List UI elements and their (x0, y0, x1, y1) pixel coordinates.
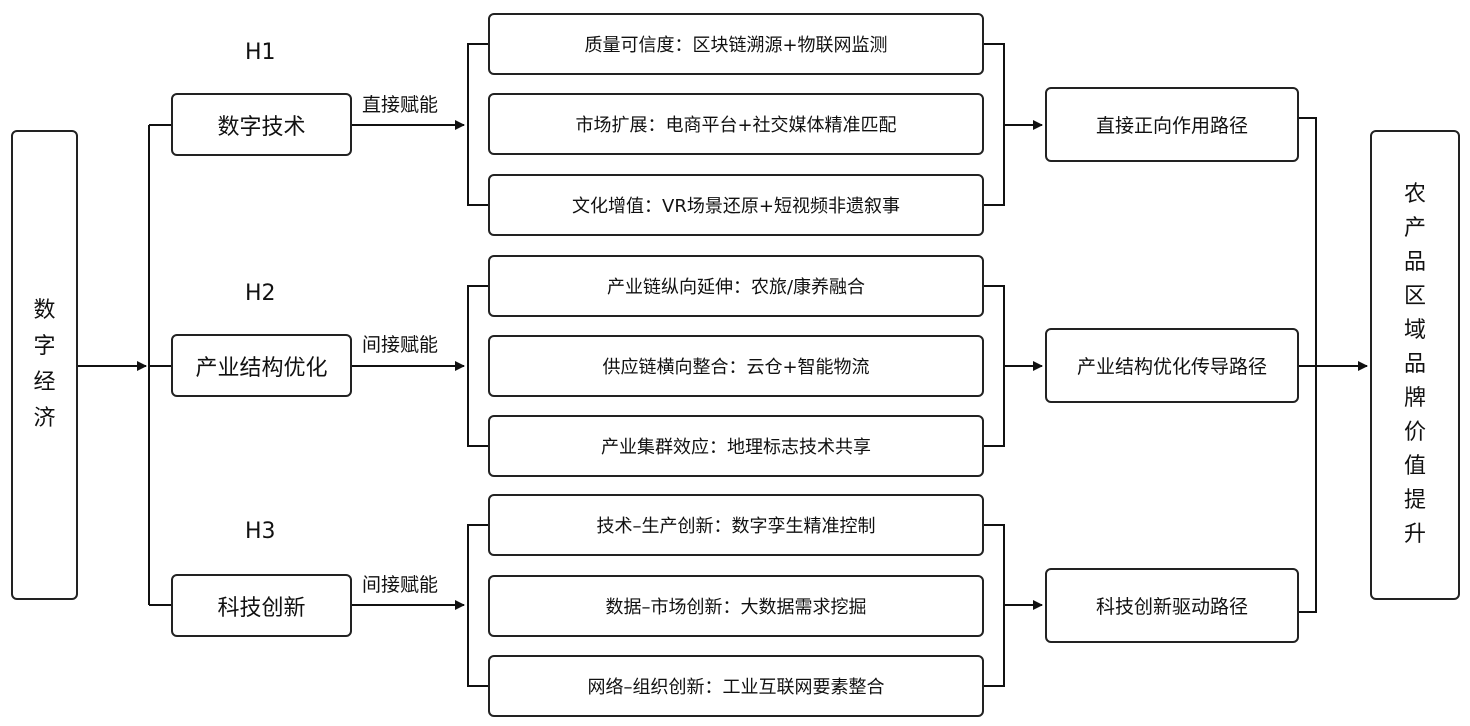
path-label: 产业结构优化传导路径 (1076, 356, 1267, 378)
hypothesis-h3: H3 (245, 519, 276, 544)
target-char: 域 (1403, 318, 1426, 343)
target-char: 区 (1403, 284, 1426, 309)
detail-text: 产业链纵向延伸：农旅/康养融合 (606, 277, 866, 298)
detail-box: 文化增值：VR场景还原+短视频非遗叙事 (488, 174, 984, 236)
detail-box: 产业集群效应：地理标志技术共享 (488, 415, 984, 477)
path-label: 直接正向作用路径 (1095, 115, 1248, 137)
mechanism-label: 科技创新 (217, 595, 306, 621)
source-char: 经 (33, 370, 56, 395)
mechanism-industrial-structure: 产业结构优化 (171, 334, 352, 397)
detail-box: 技术–生产创新：数字孪生精准控制 (488, 494, 984, 556)
detail-box: 网络–组织创新：工业互联网要素整合 (488, 655, 984, 717)
source-node-box: 数 字 经 济 (11, 130, 78, 600)
detail-text: 供应链横向整合：云仓+智能物流 (602, 357, 870, 378)
detail-box: 供应链横向整合：云仓+智能物流 (488, 335, 984, 397)
detail-text: 文化增值：VR场景还原+短视频非遗叙事 (572, 196, 900, 217)
source-char: 数 (33, 298, 56, 323)
target-char: 农 (1403, 182, 1426, 207)
target-char: 牌 (1403, 386, 1426, 411)
source-char: 济 (33, 406, 56, 431)
detail-text: 市场扩展：电商平台+社交媒体精准匹配 (575, 115, 897, 136)
detail-text: 数据–市场创新：大数据需求挖掘 (605, 597, 867, 618)
target-char: 品 (1403, 250, 1426, 275)
hypothesis-h2: H2 (245, 281, 276, 306)
target-char: 品 (1403, 352, 1426, 377)
detail-text: 技术–生产创新：数字孪生精准控制 (596, 516, 876, 537)
detail-box: 产业链纵向延伸：农旅/康养融合 (488, 255, 984, 317)
detail-box: 数据–市场创新：大数据需求挖掘 (488, 575, 984, 637)
mechanism-digital-tech: 数字技术 (171, 93, 352, 156)
detail-text: 产业集群效应：地理标志技术共享 (601, 437, 871, 458)
detail-text: 质量可信度：区块链溯源+物联网监测 (584, 35, 888, 56)
path-direct-positive: 直接正向作用路径 (1045, 87, 1299, 162)
path-industrial-structure: 产业结构优化传导路径 (1045, 328, 1299, 403)
edge-label-direct: 直接赋能 (362, 94, 439, 116)
target-char: 价 (1403, 420, 1426, 445)
detail-box: 市场扩展：电商平台+社交媒体精准匹配 (488, 93, 984, 155)
target-char: 提 (1403, 488, 1426, 513)
detail-text: 网络–组织创新：工业互联网要素整合 (587, 677, 885, 698)
target-char: 值 (1403, 454, 1426, 479)
source-char: 字 (33, 334, 56, 359)
edge-label-indirect: 间接赋能 (362, 334, 439, 356)
edge-label-indirect: 间接赋能 (362, 574, 439, 596)
target-node-box: 农 产 品 区 域 品 牌 价 值 提 升 (1370, 130, 1460, 600)
detail-box: 质量可信度：区块链溯源+物联网监测 (488, 13, 984, 75)
hypothesis-h1: H1 (245, 40, 276, 65)
target-char: 升 (1403, 522, 1426, 547)
path-tech-innovation: 科技创新驱动路径 (1045, 568, 1299, 643)
target-char: 产 (1403, 216, 1426, 241)
mechanism-label: 数字技术 (217, 114, 306, 140)
mechanism-label: 产业结构优化 (195, 355, 328, 381)
path-label: 科技创新驱动路径 (1095, 596, 1248, 618)
mechanism-tech-innovation: 科技创新 (171, 574, 352, 637)
